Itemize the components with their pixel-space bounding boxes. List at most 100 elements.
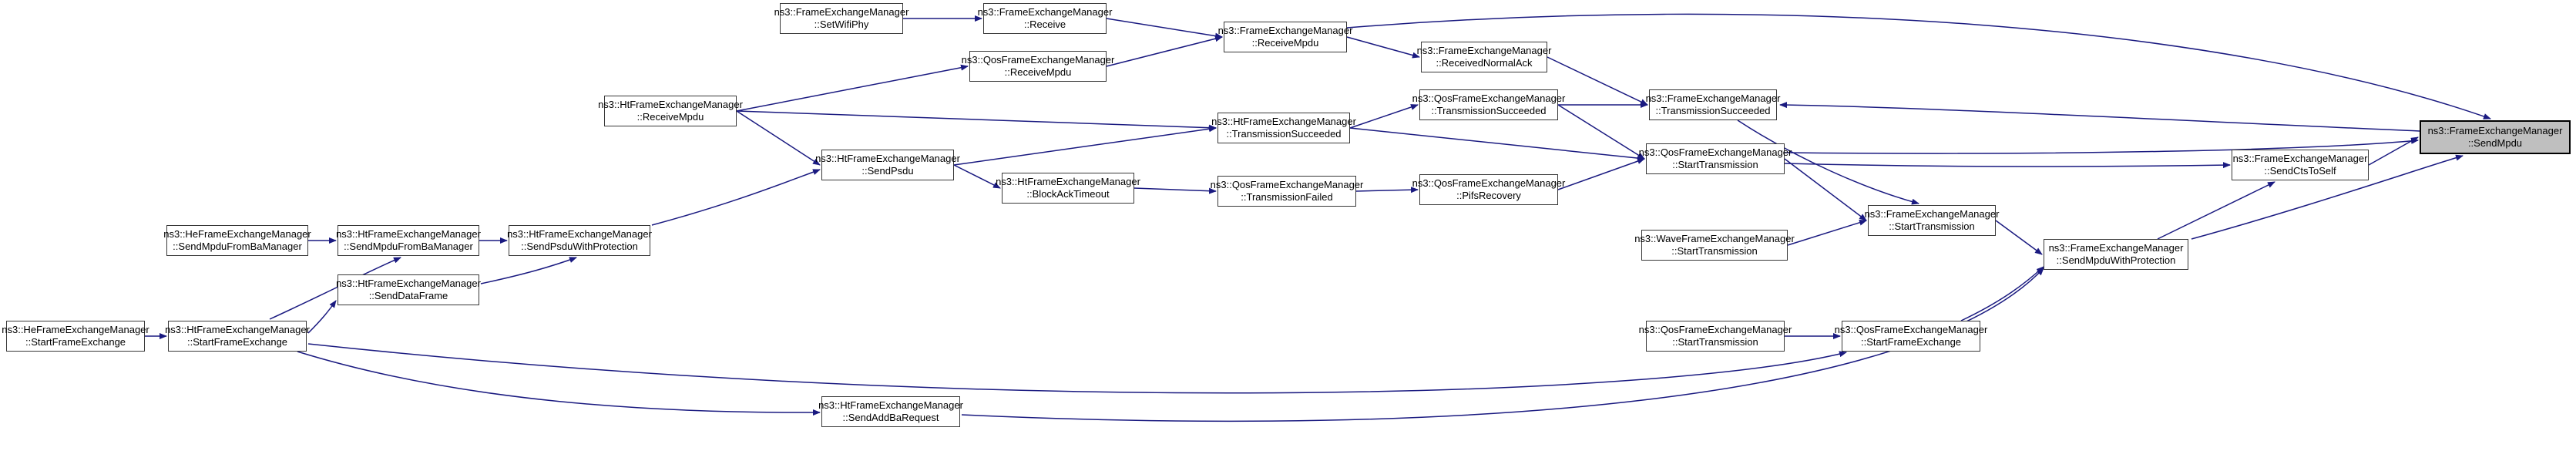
graph-node-fem_sendctstoself[interactable]: ns3::FrameExchangeManager::SendCtsToSelf [2232,150,2369,180]
node-label-class: ns3::HtFrameExchangeManager [815,153,960,164]
node-label-method: ::ReceivedNormalAck [1436,57,1533,69]
node-label-class: ns3::HeFrameExchangeManager [163,228,311,240]
node-label-method: ::SendMpduFromBaManager [173,241,302,252]
node-label-method: ::SendDataFrame [368,290,448,301]
call-edge-qos_receivempdu-to-fem_receivempdu [1106,35,1223,67]
graph-node-qos_starttransmission_2[interactable]: ns3::QosFrameExchangeManager::StartTrans… [1639,321,1792,352]
node-label-class: ns3::FrameExchangeManager [774,6,909,18]
graph-node-qos_startframeexchange[interactable]: ns3::QosFrameExchangeManager::StartFrame… [1835,321,1987,352]
graph-node-qos_pifsrecovery[interactable]: ns3::QosFrameExchangeManager::PifsRecove… [1412,174,1565,205]
call-edge-receivednormalack-to-fem_transmissionsucceeded [1547,56,1648,106]
node-label-class: ns3::HtFrameExchangeManager [336,278,481,289]
call-edge-fem_receivempdu-to-fem_sendmpdu [1346,13,2491,119]
node-label-method: ::StartTransmission [1671,245,1758,257]
graph-node-ht_transmissionsucceeded[interactable]: ns3::HtFrameExchangeManager::Transmissio… [1211,113,1356,143]
call-edge-fem_sendmpduwithprotection-to-fem_sendctstoself [2157,181,2275,240]
graph-node-qos_transmissionsucceeded[interactable]: ns3::QosFrameExchangeManager::Transmissi… [1412,89,1565,120]
call-edge-ht_startframeexchange-to-ht_senddataframe [307,300,337,334]
node-label-class: ns3::WaveFrameExchangeManager [1634,233,1795,244]
graph-node-ht_receivempdu[interactable]: ns3::HtFrameExchangeManager::ReceiveMpdu [598,96,743,126]
node-label-class: ns3::FrameExchangeManager [977,6,1113,18]
call-edge-fem_starttransmission-to-fem_sendmpduwithprotection [1995,220,2043,255]
node-label-method: ::StartFrameExchange [25,336,126,348]
call-edge-qos_starttransmission_1-to-fem_starttransmission [1784,158,1867,221]
graph-node-receive[interactable]: ns3::FrameExchangeManager::Receive [978,3,1112,34]
call-edge-wave_starttransmission-to-fem_starttransmission [1787,219,1867,246]
graph-node-setwifiphy[interactable]: ns3::FrameExchangeManager::SetWifiPhy [774,3,908,34]
graph-node-wave_starttransmission[interactable]: ns3::WaveFrameExchangeManager::StartTran… [1634,230,1795,261]
node-label-class: ns3::HtFrameExchangeManager [996,176,1140,187]
graph-node-receivednormalack[interactable]: ns3::FrameExchangeManager::ReceivedNorma… [1417,42,1551,72]
graph-node-he_sendmpdufrombamanager[interactable]: ns3::HeFrameExchangeManager::SendMpduFro… [163,225,311,256]
node-label-method: ::SendMpdu [2467,137,2523,149]
node-label-method: ::TransmissionFailed [1241,191,1333,203]
graph-node-fem_receivempdu[interactable]: ns3::FrameExchangeManager::ReceiveMpdu [1218,22,1352,52]
node-label-method: ::StartFrameExchange [186,336,288,348]
node-label-method: ::BlockAckTimeout [1026,188,1110,200]
graph-node-qos_starttransmission_1[interactable]: ns3::QosFrameExchangeManager::StartTrans… [1639,143,1792,174]
node-label-method: ::TransmissionSucceeded [1226,128,1342,140]
graph-node-fem_sendmpdu[interactable]: ns3::FrameExchangeManager::SendMpdu [2420,120,2571,154]
graph-node-ht_startframeexchange[interactable]: ns3::HtFrameExchangeManager::StartFrameE… [165,321,310,352]
call-edge-qos_startframeexchange-to-fem_sendmpduwithprotection [1960,266,2044,321]
node-label-method: ::Receive [1023,19,1066,30]
node-label-class: ns3::FrameExchangeManager [2048,242,2184,254]
call-edge-qos_starttransmission_1-to-fem_sendmpdu [1784,137,2419,154]
node-label-method: ::SendCtsToSelf [2264,165,2336,177]
graph-node-ht_sendmpdufrombamanager[interactable]: ns3::HtFrameExchangeManager::SendMpduFro… [336,225,481,256]
call-edge-qos_transmissionfailed-to-qos_pifsrecovery [1355,187,1419,194]
graph-node-fem_sendmpduwithprotection[interactable]: ns3::FrameExchangeManager::SendMpduWithP… [2044,239,2188,270]
call-edge-qos_pifsrecovery-to-qos_starttransmission_1 [1557,158,1645,190]
node-label-class: ns3::FrameExchangeManager [1416,45,1552,56]
node-label-class: ns3::FrameExchangeManager [1645,93,1781,104]
call-edge-ht_transmissionsucceeded-to-qos_transmissionsucceeded [1349,104,1419,129]
node-label-class: ns3::FrameExchangeManager [2232,153,2368,164]
node-label-class: ns3::QosFrameExchangeManager [1210,179,1364,190]
graph-node-ht_sendpsdu[interactable]: ns3::HtFrameExchangeManager::SendPsdu [815,150,960,180]
node-label-class: ns3::QosFrameExchangeManager [1834,324,1988,335]
call-edge-qos_starttransmission_1-to-fem_sendctstoself [1784,162,2231,169]
call-edge-fem_transmissionsucceeded-to-fem_starttransmission [1737,119,1919,205]
graph-node-fem_transmissionsucceeded[interactable]: ns3::FrameExchangeManager::TransmissionS… [1646,89,1780,120]
node-label-method: ::ReceiveMpdu [1251,37,1319,49]
node-label-method: ::ReceiveMpdu [636,111,704,123]
node-label-class: ns3::HtFrameExchangeManager [818,399,963,411]
node-label-method: ::SetWifiPhy [814,19,869,30]
call-edge-receive-to-fem_receivempdu [1106,18,1223,39]
call-edge-ht_senddataframe-to-ht_sendpsduwithprotection [480,257,577,284]
graph-node-ht_blockacktimeout[interactable]: ns3::HtFrameExchangeManager::BlockAckTim… [996,173,1140,204]
node-label-method: ::StartTransmission [1672,159,1758,170]
call-edge-fem_sendctstoself-to-fem_sendmpdu [2368,136,2419,166]
call-edge-ht_startframeexchange-to-ht_sendaddbarequest [297,351,821,416]
graph-node-fem_starttransmission[interactable]: ns3::FrameExchangeManager::StartTransmis… [1865,205,1999,236]
call-edge-ht_receivempdu-to-qos_receivempdu [736,64,969,112]
call-edge-ht_sendpsdu-to-ht_blockacktimeout [953,164,1001,189]
call-edge-qos_transmissionsucceeded-to-qos_starttransmission_1 [1557,104,1645,160]
node-label-class: ns3::HtFrameExchangeManager [165,324,310,335]
node-label-method: ::SendMpduFromBaManager [344,241,473,252]
node-label-class: ns3::FrameExchangeManager [2427,125,2563,136]
call-edge-ht_receivempdu-to-ht_transmissionsucceeded [736,110,1217,131]
node-label-class: ns3::HtFrameExchangeManager [598,99,743,110]
node-label-method: ::PifsRecovery [1456,190,1521,201]
node-label-class: ns3::QosFrameExchangeManager [1412,177,1566,189]
node-label-class: ns3::FrameExchangeManager [1217,25,1353,36]
graph-node-ht_sendpsduwithprotection[interactable]: ns3::HtFrameExchangeManager::SendPsduWit… [507,225,652,256]
node-label-method: ::SendAddBaRequest [842,412,939,423]
node-label-method: ::TransmissionSucceeded [1431,105,1547,116]
node-label-class: ns3::QosFrameExchangeManager [1638,324,1792,335]
graph-node-ht_sendaddbarequest[interactable]: ns3::HtFrameExchangeManager::SendAddBaRe… [818,396,963,427]
graph-node-ht_senddataframe[interactable]: ns3::HtFrameExchangeManager::SendDataFra… [336,274,481,305]
graph-node-qos_receivempdu[interactable]: ns3::QosFrameExchangeManager::ReceiveMpd… [962,51,1114,82]
node-label-class: ns3::QosFrameExchangeManager [1638,146,1792,158]
node-label-method: ::StartTransmission [1672,336,1758,348]
call-edge-ht_startframeexchange-to-qos_startframeexchange [307,343,1847,394]
graph-node-he_startframeexchange[interactable]: ns3::HeFrameExchangeManager::StartFrameE… [2,321,149,352]
graph-node-qos_transmissionfailed[interactable]: ns3::QosFrameExchangeManager::Transmissi… [1211,176,1363,207]
call-edge-ht_transmissionsucceeded-to-qos_starttransmission_1 [1349,127,1645,162]
node-label-class: ns3::QosFrameExchangeManager [1412,93,1566,104]
call-edge-fem_sendmpduwithprotection-to-fem_sendmpdu [2191,154,2463,240]
node-label-method: ::SendMpduWithProtection [2056,254,2176,266]
